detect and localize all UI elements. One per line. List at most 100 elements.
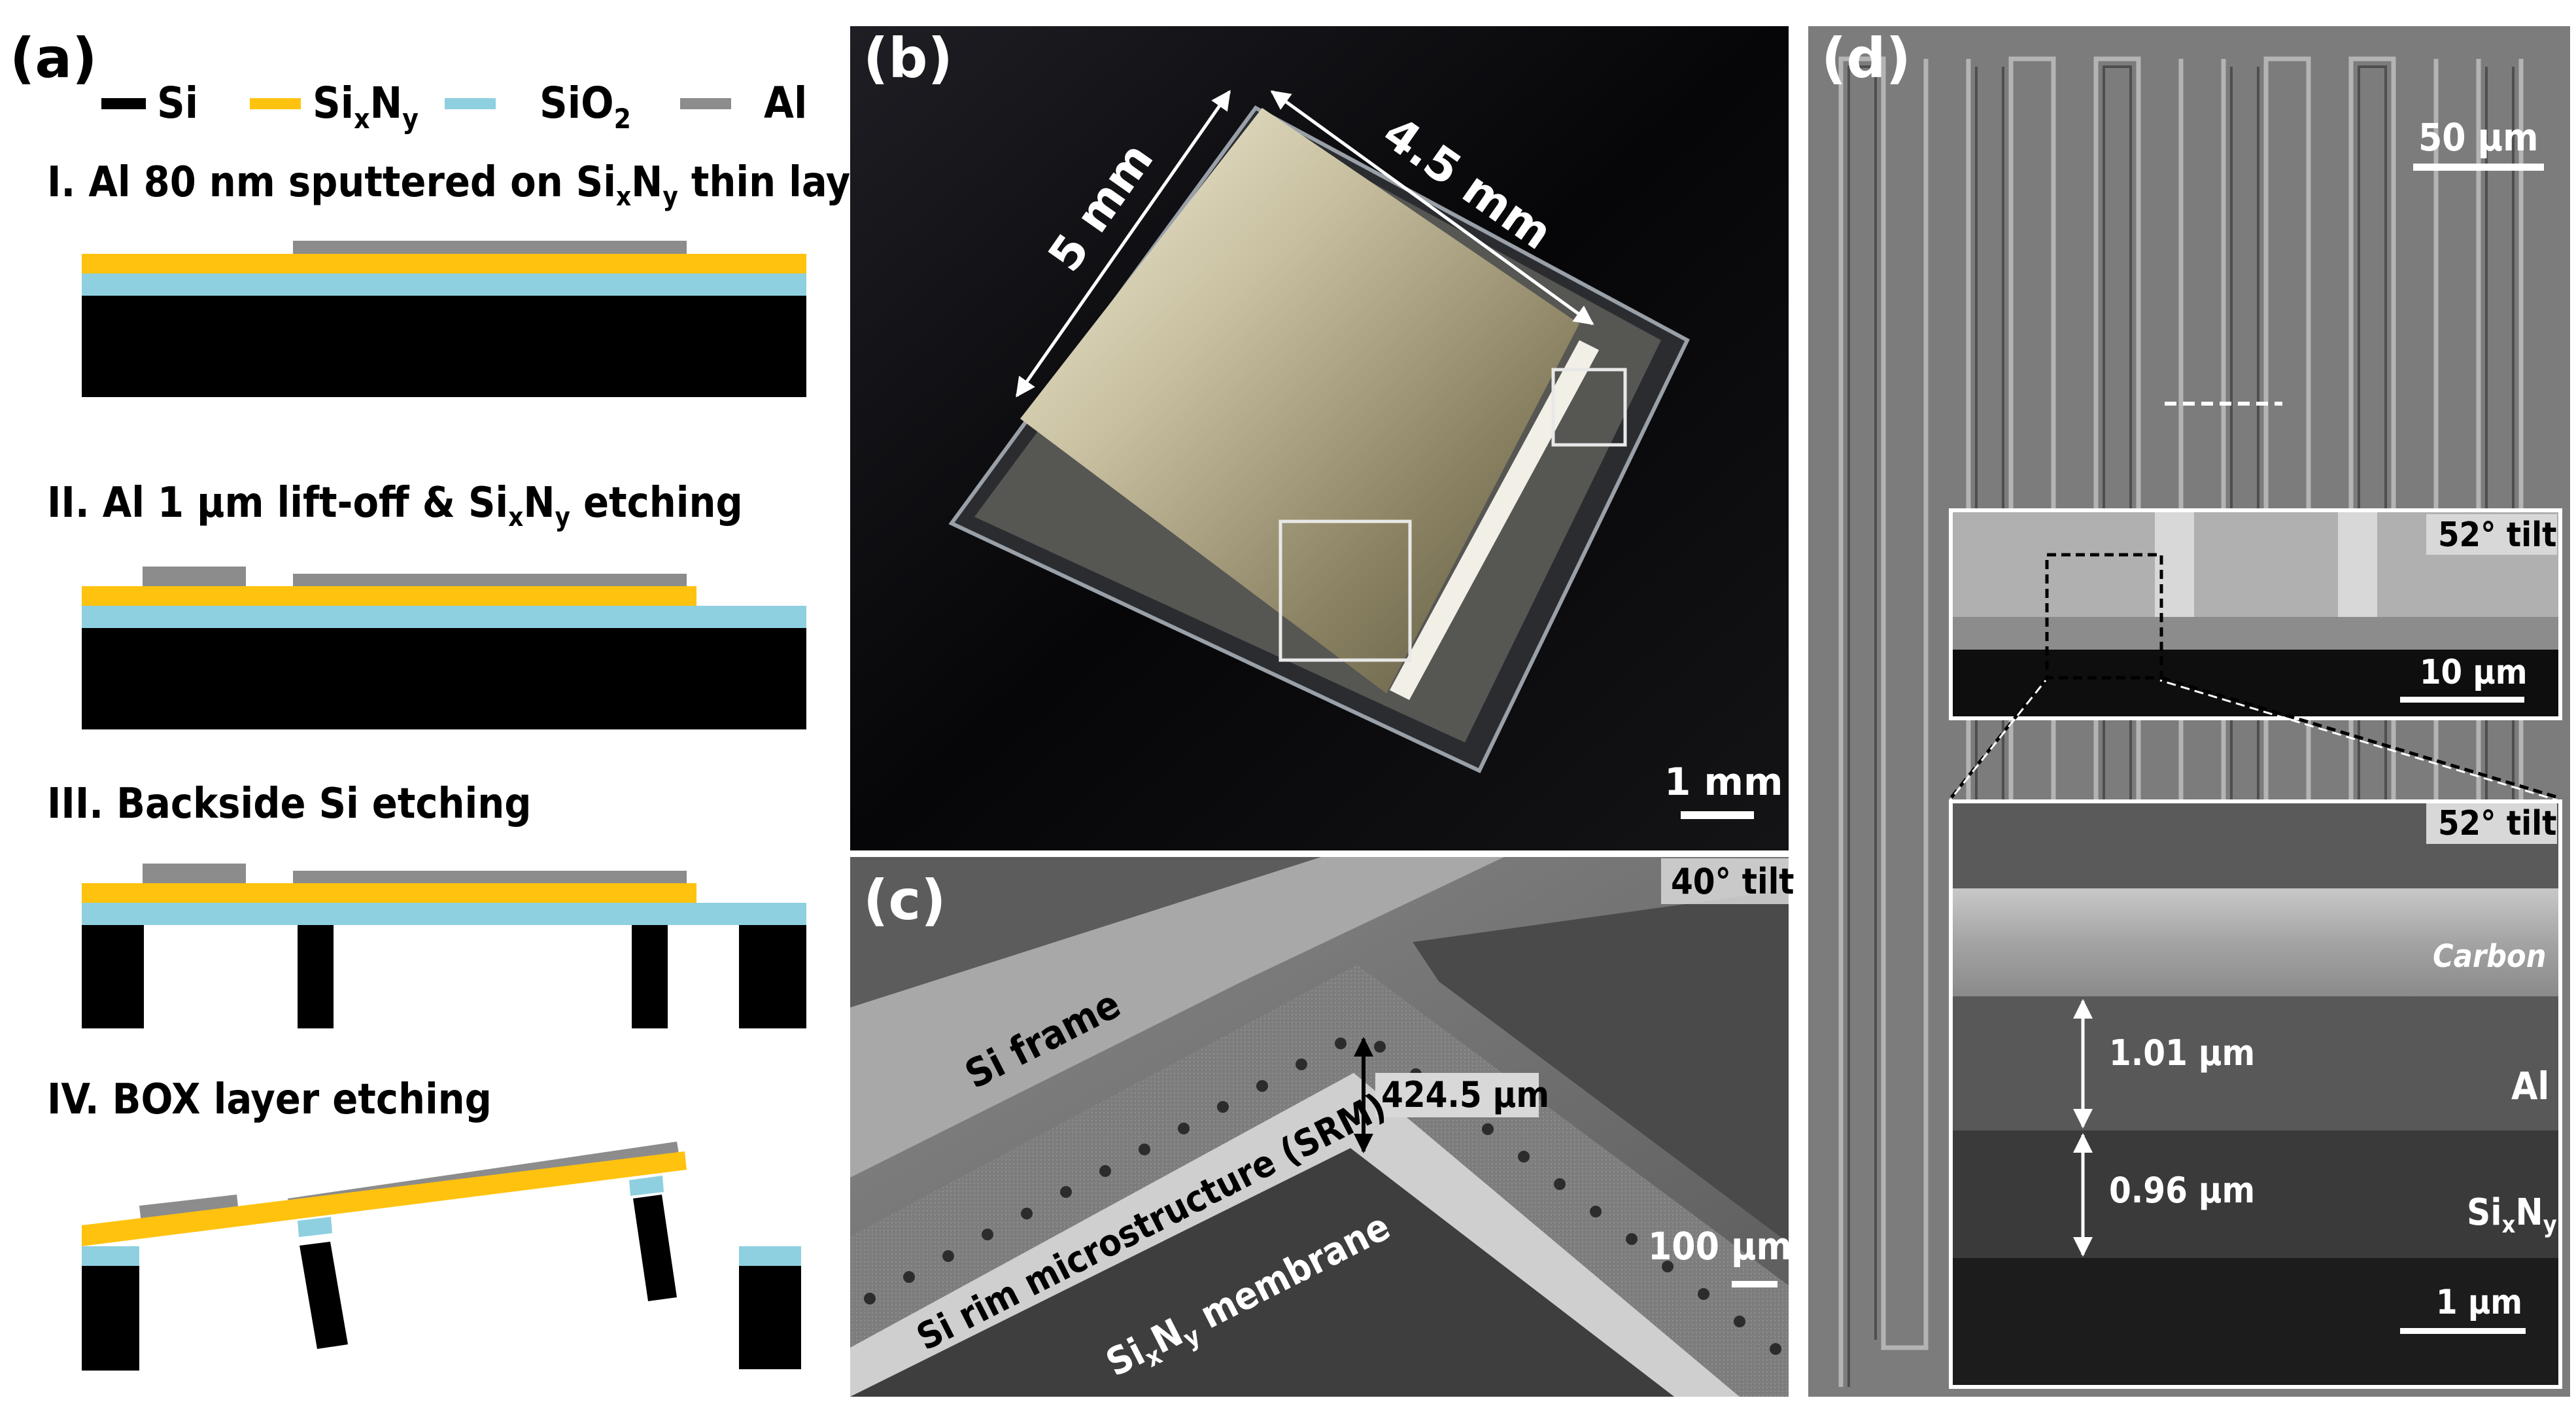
al-thickness-label: 1.01 μm [2109,1032,2255,1074]
chip-edge-highlight [1390,340,1599,700]
srm-holes [864,1038,1781,1355]
sio2-pad [298,1217,332,1237]
panel-d-label: (d) [1821,26,1911,90]
inset-box-large [1279,519,1412,662]
inset-1-substrate [1953,650,2558,716]
inset-1-tilt-bg [2426,514,2557,555]
si-pillar [298,925,334,1028]
si-pillar [632,925,668,1028]
sin-thickness-label: 0.96 μm [2109,1170,2255,1211]
panel-d: (d) 50 μm 52° tilt 10 μm [1808,26,2570,1397]
membrane-region [850,1148,1674,1397]
tilt-label-c: 40° tilt [1671,861,1795,902]
si-pillar [739,1266,801,1369]
step-1-diagram [82,241,806,397]
sio2-layer [82,273,806,296]
inset-2-sin [1953,1130,2558,1258]
al-layer [293,241,687,254]
scale-bar-main [2413,164,2544,171]
inset-2-tilt: 52° tilt [2438,804,2557,843]
dim-arrow-45mm [1270,90,1594,326]
al-layer-label: Al [2511,1064,2549,1108]
panel-a-label: (a) [10,26,97,90]
si-pillar [739,925,806,1028]
substrate-region [850,857,1321,1007]
step-2-diagram [82,567,806,729]
zoom-line-right-white [2159,679,2560,802]
scale-bar-label-b: 1 mm [1664,760,1783,804]
right-region [1413,890,1789,1243]
sio2-layer [82,903,806,925]
sixny-layer [82,1151,687,1246]
si-substrate [82,628,806,729]
tilt-badge-bg [1661,858,1789,904]
legend-swatch-al [680,98,731,109]
inset-1: 52° tilt 10 μm [1949,508,2562,720]
inset-1-trench [2338,512,2377,617]
legend-swatch-si [101,98,146,109]
inset-2-bottom [1953,1258,2558,1385]
sio2-layer [739,1246,801,1266]
si-frame-region [850,857,1504,1178]
scale-bar-label-main: 50 μm [2418,115,2539,160]
sio2-layer [82,1246,139,1266]
scale-bar-c [1732,1281,1777,1287]
legend: Si SixNy SiO2 Al [101,78,807,135]
sixny-layer [82,586,696,606]
zoom-line-left-white [1948,680,2047,801]
inset-2-al [1953,996,2558,1130]
si-substrate [82,296,806,397]
step-2-title: II. Al 1 μm lift-off & SixNy etching [47,479,743,533]
step-3-title: III. Backside Si etching [47,780,531,828]
zoom-line-left [1949,676,2048,799]
inset-2-scale-label: 1 μm [2436,1283,2522,1322]
panel-b-label: (b) [863,26,953,90]
srm-rim [850,965,1789,1397]
si-pillar [82,925,144,1028]
scale-bar-b [1681,811,1754,819]
zoom-line-right [2161,676,2561,800]
sio2-pad [629,1176,664,1196]
dim-arrow-5mm [1015,90,1231,398]
panel-c: (c) 40° tilt Si frame 424.5 μm Si rim mi… [850,857,1795,1397]
inset-1-box [2045,553,2163,680]
inset-2-carbon [1953,888,2558,996]
si-pillar [300,1242,348,1349]
height-label-bg [1375,1073,1539,1117]
sixny-layer [82,254,806,273]
sin-layer-label: SixNy [2467,1191,2557,1238]
legend-label-al: Al [764,78,807,128]
step-3-diagram [82,864,806,1028]
sio2-layer [82,606,806,628]
carbon-label: Carbon [2433,938,2546,975]
srm-rim-edge [850,1073,1740,1397]
step-4-diagram [82,1142,801,1371]
al-pad [143,864,246,883]
al-layer [293,871,687,883]
panel-c-label: (c) [863,868,946,932]
sixny-layer [82,883,696,903]
inset-2-tilt-bg [2426,803,2557,844]
inset-1-tilt: 52° tilt [2438,516,2557,555]
height-label: 424.5 μm [1381,1074,1549,1115]
legend-label-sio2: SiO2 [540,78,631,135]
scale-bar-label-c: 100 μm [1648,1224,1792,1268]
al-layer [293,574,687,586]
inset-1-scale-bar [2400,697,2524,703]
panel-b: (b) 5 mm 4.5 mm 1 mm [850,26,1789,850]
legend-label-sixny: SixNy [313,78,419,135]
legend-label-si: Si [157,78,198,128]
inset-1-scale-label: 10 μm [2420,653,2528,692]
step-1-title: I. Al 80 nm sputtered on SixNy thin laye… [47,158,895,212]
inset-2: 52° tilt Carbon 1.01 μm Al 0.96 μm SixNy… [1949,799,2562,1389]
legend-swatch-sixny [250,98,301,109]
step-4-title: IV. BOX layer etching [47,1076,492,1124]
inset-1-layer [1953,617,2558,650]
al-pad [143,567,246,586]
inset-2-scale-bar [2400,1328,2526,1334]
si-pillar [82,1266,139,1371]
panel-a: (a) Si SixNy SiO2 Al I. Al 80 nm sputter… [10,26,895,1371]
si-pillar [633,1195,677,1301]
legend-swatch-sio2 [445,98,496,109]
